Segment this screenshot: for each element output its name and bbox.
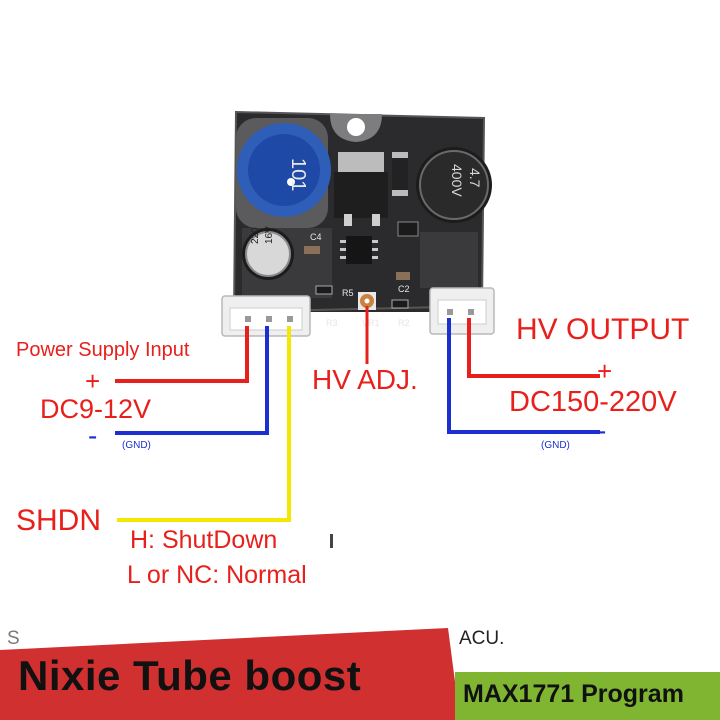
wire-input-positive [115, 326, 249, 383]
input-minus-label: - [88, 420, 98, 451]
output-connector-icon [429, 287, 495, 335]
cap-large-value: 4.7 [467, 168, 483, 188]
stray-mark [330, 534, 333, 548]
hv-adj-label: HV ADJ. [312, 364, 418, 395]
input-gnd-label: (GND) [122, 440, 151, 451]
output-wires [447, 318, 600, 434]
small-capacitor-icon: 220 16V [242, 226, 294, 280]
wire-input-gnd [115, 326, 269, 435]
inductor-marking: 101 [287, 158, 309, 191]
hv-output-label: HV OUTPUT [516, 313, 690, 346]
large-capacitor-icon: 4.7 400V [416, 147, 492, 223]
input-voltage-label: DC9-12V [40, 394, 152, 424]
shdn-low-label: L or NC: Normal [127, 561, 307, 589]
trimmer-potentiometer-icon [358, 292, 376, 310]
input-plus-label: + [85, 366, 101, 396]
input-wires [115, 326, 291, 522]
board-silkscreen: C4 C2 R5 R3 R2 VR1 [310, 232, 410, 328]
power-supply-input-label: Power Supply Input [16, 339, 190, 361]
shdn-label: SHDN [16, 504, 102, 537]
wire-output-positive [467, 318, 600, 378]
output-plus-label: + [597, 356, 613, 386]
mosfet-icon [334, 152, 388, 226]
shdn-high-label: H: ShutDown [130, 526, 278, 554]
silk-r3: R3 [326, 318, 338, 328]
silk-c4: C4 [310, 232, 322, 242]
silk-r2: R2 [398, 318, 410, 328]
cap-small-value: 220 [250, 227, 261, 244]
banner-title: Nixie Tube boost [18, 652, 362, 699]
output-gnd-label: (GND) [541, 440, 570, 451]
inductor-icon: 101 [236, 118, 331, 228]
silk-r5: R5 [342, 288, 354, 298]
silk-vr1: VR1 [362, 318, 380, 328]
cut-text-left: S [7, 628, 20, 649]
banner-subtitle: MAX1771 Program [463, 680, 684, 708]
diode-icon [392, 152, 408, 196]
subtitle-banner [455, 672, 720, 720]
output-voltage-label: DC150-220V [509, 386, 677, 418]
silk-c2: C2 [398, 284, 410, 294]
wire-output-gnd [447, 318, 600, 434]
wire-shdn [117, 326, 291, 522]
ic-chip-icon [304, 221, 419, 309]
cap-small-voltage: 16V [264, 226, 275, 244]
cap-large-voltage: 400V [449, 164, 465, 197]
output-minus-label: - [597, 415, 607, 446]
cut-text-right: ACU. [459, 628, 505, 649]
